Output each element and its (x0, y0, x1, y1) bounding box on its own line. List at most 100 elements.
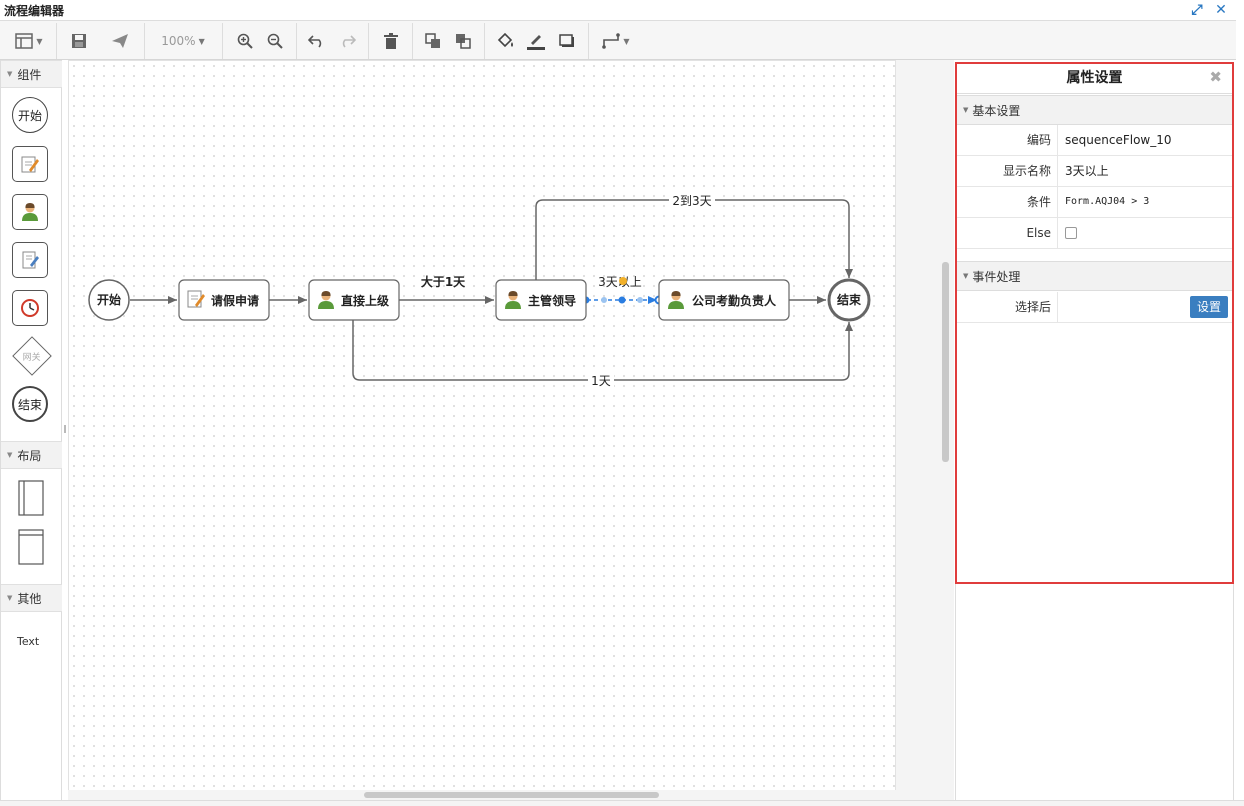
condition-label: 条件 (957, 187, 1058, 217)
separator (588, 23, 589, 59)
clock-icon (21, 299, 39, 317)
user-icon (22, 203, 38, 221)
line-color-button[interactable] (524, 29, 548, 53)
connector-style-button[interactable]: ▼ (598, 29, 634, 53)
paint-bucket-icon (497, 33, 513, 48)
task-shape (12, 146, 48, 182)
close-icon[interactable]: ✕ (1215, 2, 1227, 18)
component-vertical-lane[interactable] (18, 480, 44, 519)
trash-icon (384, 33, 398, 49)
component-horizontal-lane[interactable] (18, 529, 44, 568)
user-icon (505, 291, 521, 309)
component-end-event[interactable]: 结束 (12, 386, 48, 422)
component-text[interactable]: Text (17, 635, 39, 648)
separator (144, 23, 145, 59)
redo-button[interactable] (336, 29, 358, 53)
code-label: 编码 (957, 125, 1058, 155)
bring-to-front-button[interactable] (422, 29, 444, 53)
window-bottom-edge (0, 800, 1244, 806)
text-component-label: Text (17, 635, 40, 648)
edge-handle-mid[interactable] (637, 297, 643, 303)
display-name-field[interactable]: 3天以上 (1065, 164, 1109, 178)
after-select-label: 选择后 (957, 292, 1058, 322)
node-direct-superior[interactable]: 直接上级 (308, 279, 400, 321)
collapse-triangle-icon: ▼ (7, 451, 13, 459)
component-start-event[interactable]: 开始 (12, 97, 48, 133)
zoom-in-button[interactable] (234, 29, 256, 53)
separator (222, 23, 223, 59)
edit-form-icon (21, 156, 39, 173)
vertical-scrollbar[interactable] (942, 262, 949, 462)
node-direct-superior-label: 直接上级 (341, 293, 389, 308)
edge-superior-to-end-1day[interactable] (352, 320, 853, 381)
separator (56, 23, 57, 59)
edge-label-handle[interactable] (619, 277, 627, 285)
zoom-out-button[interactable] (264, 29, 286, 53)
diagram-canvas[interactable]: 大于1天 2到3天 1天 3天以上 开始 请假申请 (68, 60, 896, 792)
section-label: 其他 (17, 591, 42, 606)
vertical-lane-icon (18, 480, 44, 516)
save-button[interactable] (68, 29, 90, 53)
node-supervisor-label: 主管领导 (528, 293, 576, 308)
component-script-task[interactable] (12, 242, 48, 278)
section-other[interactable]: ▼ 其他 (1, 584, 62, 612)
component-user-task[interactable] (12, 194, 48, 230)
script-task-shape (12, 242, 48, 278)
else-checkbox[interactable] (1065, 227, 1077, 239)
shadow-button[interactable] (556, 29, 578, 53)
node-end[interactable]: 结束 (827, 278, 871, 322)
fill-color-button[interactable] (494, 29, 518, 53)
section-label: 布局 (17, 448, 42, 463)
component-task[interactable] (12, 146, 48, 182)
section-components[interactable]: ▼ 组件 (1, 60, 62, 88)
chevron-down-icon: ▼ (198, 36, 205, 46)
chevron-down-icon: ▼ (623, 36, 630, 46)
redo-icon (342, 35, 356, 48)
property-row-display-name: 显示名称 3天以上 (957, 156, 1232, 187)
end-event-shape: 结束 (12, 386, 48, 422)
node-supervisor[interactable]: 主管领导 (495, 279, 587, 321)
node-leave-request[interactable]: 请假申请 (178, 279, 270, 321)
section-layout[interactable]: ▼ 布局 (1, 441, 62, 469)
window-title: 流程编辑器 (4, 4, 65, 18)
edge-label-bg (669, 194, 715, 208)
property-panel-title: 属性设置 (957, 64, 1232, 94)
timer-shape (12, 290, 48, 326)
basic-settings-section[interactable]: ▼ 基本设置 (957, 95, 1232, 125)
node-attendance-manager[interactable]: 公司考勤负责人 (658, 279, 790, 321)
undo-button[interactable] (306, 29, 328, 53)
send-to-back-button[interactable] (452, 29, 474, 53)
property-panel-empty-area (955, 584, 1234, 800)
maximize-icon[interactable]: ⤢ (1191, 2, 1203, 18)
node-leave-request-label: 请假申请 (211, 293, 259, 308)
horizontal-scrollbar[interactable] (364, 792, 659, 798)
component-timer-event[interactable] (12, 290, 48, 326)
delete-button[interactable] (380, 29, 402, 53)
component-gateway[interactable]: 网关 (12, 336, 52, 376)
edge-handle-center[interactable] (618, 296, 626, 304)
edge-supervisor-to-end-2to3[interactable] (535, 199, 853, 280)
zoom-select[interactable]: 100% ▼ (152, 29, 214, 53)
publish-button[interactable] (108, 29, 132, 53)
condition-field[interactable]: Form.AQJ04 > 3 (1065, 196, 1150, 207)
node-start[interactable]: 开始 (88, 279, 130, 321)
close-icon[interactable]: ✖ (1209, 68, 1222, 86)
layout-toggle-button[interactable]: ▼ (12, 29, 46, 53)
event-handling-section[interactable]: ▼ 事件处理 (957, 261, 1232, 291)
node-end-label: 结束 (837, 292, 862, 307)
edge-label-2-to-3-days[interactable]: 2到3天 (672, 194, 711, 208)
edge-handle-mid[interactable] (601, 297, 607, 303)
zoom-value: 100% (161, 34, 196, 48)
set-button[interactable]: 设置 (1190, 296, 1228, 318)
node-attendance-manager-label: 公司考勤负责人 (692, 293, 777, 308)
collapse-triangle-icon: ▼ (7, 70, 13, 78)
edge-label-gt-1-day[interactable]: 大于1天 (421, 274, 466, 289)
property-row-code: 编码 sequenceFlow_10 (957, 125, 1232, 156)
horizontal-lane-icon (18, 529, 44, 565)
code-field[interactable]: sequenceFlow_10 (1065, 133, 1172, 147)
user-task-shape (12, 194, 48, 230)
property-row-after-select: 选择后 设置 (957, 292, 1232, 323)
edge-label-1-day[interactable]: 1天 (591, 374, 611, 388)
panel-resize-handle[interactable]: ‖ (63, 424, 67, 433)
pencil-icon (527, 35, 545, 50)
